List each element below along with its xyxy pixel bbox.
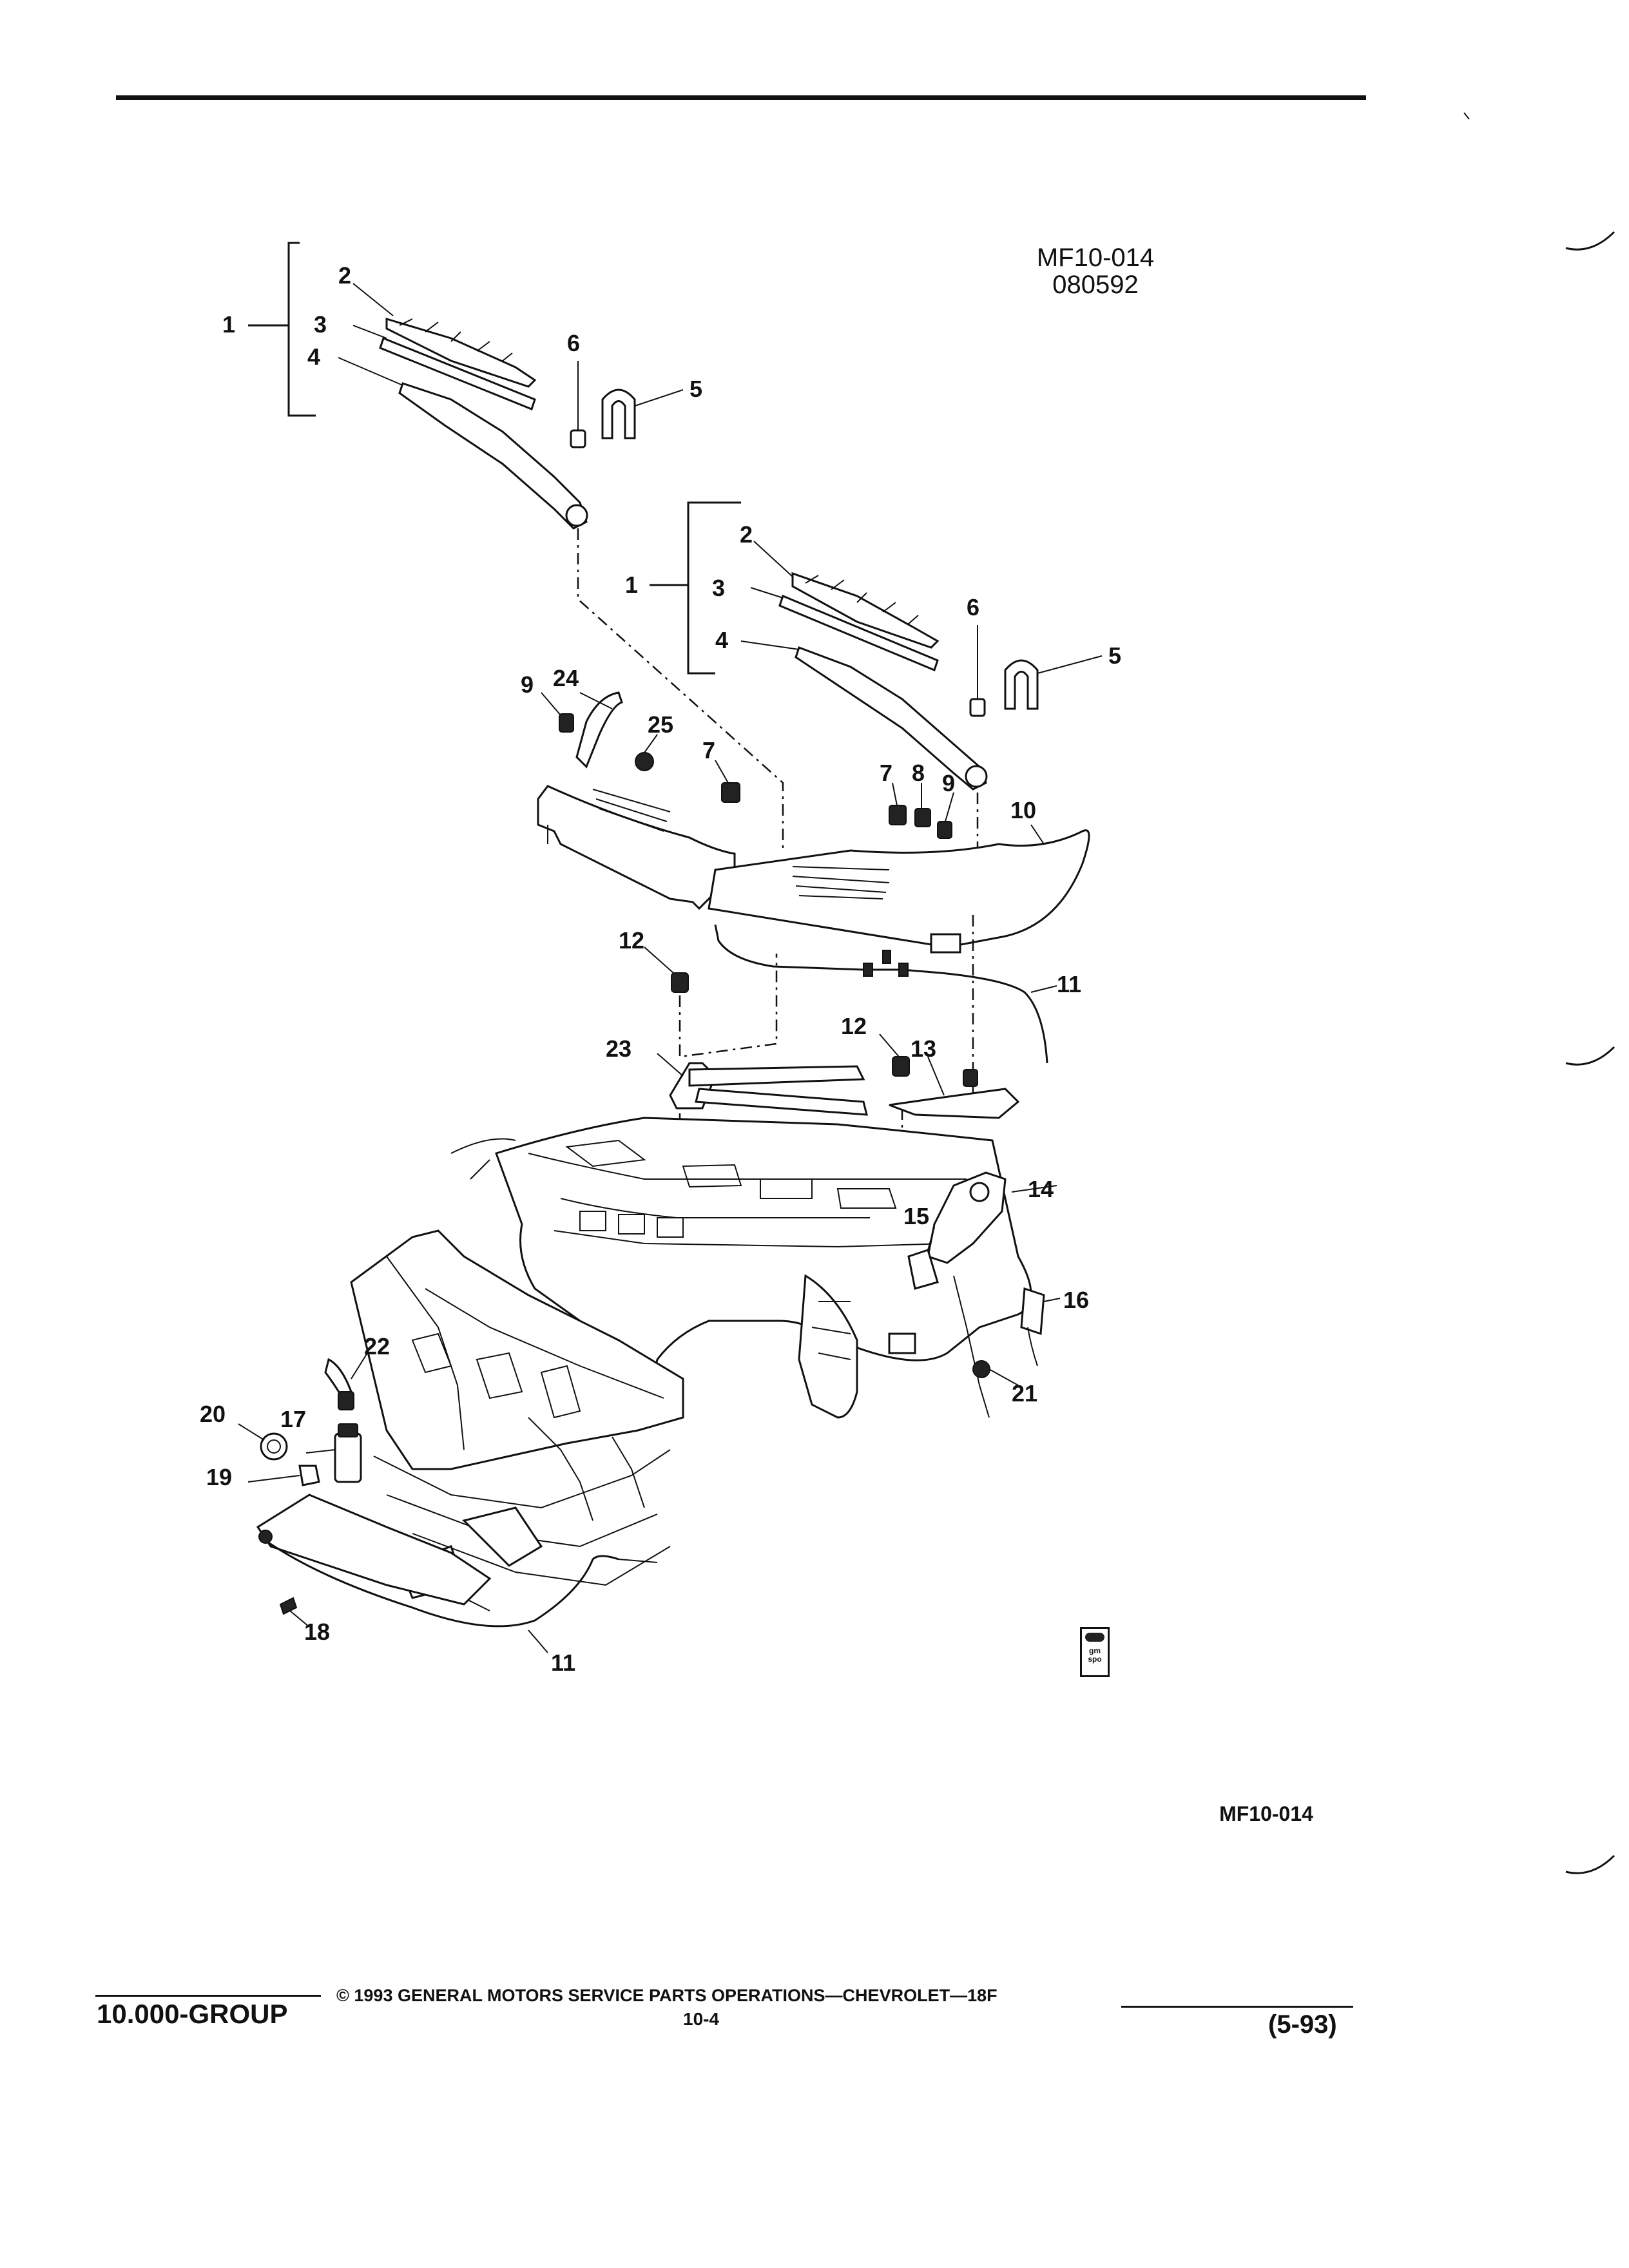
callout-23: 23	[606, 1035, 631, 1062]
washer-reservoir: 22 20 17 19 18	[200, 1333, 492, 1645]
callout-16: 16	[1063, 1287, 1089, 1313]
callout-3: 3	[314, 311, 327, 338]
alignment-line	[577, 528, 784, 850]
callout-6b: 6	[967, 594, 979, 620]
callout-17: 21	[1012, 1380, 1037, 1407]
callout-15: 15	[903, 1203, 929, 1229]
callout-7b: 7	[880, 760, 892, 786]
callout-5b: 5	[1108, 642, 1121, 669]
figure-date: 080592	[1052, 271, 1139, 299]
callout-3b: 3	[712, 575, 725, 601]
washer-hose-upper: 11 12	[619, 924, 1081, 1064]
bottom-figure-code: MF10-014	[1219, 1802, 1313, 1825]
alignment-line	[679, 954, 778, 1058]
callout-9: 9	[521, 671, 534, 698]
callout-12b: 12	[841, 1013, 867, 1039]
wiper-linkage: 23 12 13	[606, 1013, 1020, 1119]
callout-5: 5	[689, 376, 702, 402]
top-rule	[116, 95, 1366, 100]
page-mark	[1565, 231, 1615, 251]
callout-9b: 9	[942, 770, 955, 796]
callout-12: 12	[619, 927, 644, 954]
callout-22: 22	[364, 1333, 390, 1360]
cowl-body	[450, 1117, 1032, 1419]
callout-4b: 4	[715, 627, 728, 653]
callout-1b: 1	[625, 572, 638, 598]
footer-copyright: © 1993 GENERAL MOTORS SERVICE PARTS OPER…	[336, 1986, 998, 2005]
callout-7: 7	[702, 737, 715, 764]
callout-13: 13	[911, 1035, 936, 1062]
callout-18: 18	[304, 1619, 330, 1645]
callout-24: 24	[553, 665, 579, 691]
page-mark	[1565, 1046, 1615, 1066]
callout-11b: 11	[551, 1649, 575, 1676]
callout-19: 19	[206, 1464, 232, 1490]
callout-6: 6	[567, 330, 580, 356]
callout-25: 25	[648, 711, 673, 738]
footer-revision: (5-93)	[1268, 2010, 1337, 2039]
cowl-vent-panel: 9 24 25 7 7 8 9 10	[521, 665, 1090, 954]
wiper-assembly-right: 1 2 3 4 5 6	[625, 501, 1121, 791]
wiper-motor: 14 15 16 21	[903, 1171, 1089, 1407]
footer-rule-left	[95, 1995, 321, 1997]
callout-4: 4	[307, 343, 320, 370]
callout-2: 2	[338, 262, 351, 289]
wiper-assembly-left: 1 2 3 4 5 6	[222, 242, 702, 530]
callout-21: 17	[280, 1406, 306, 1432]
footer-rule-right	[1121, 2006, 1353, 2008]
callout-10: 10	[1010, 797, 1036, 823]
callout-8: 8	[912, 760, 925, 786]
washer-hose-lower: 11	[269, 1542, 658, 1676]
gm-spo-logo: gm spo	[1080, 1627, 1110, 1677]
callout-11: 11	[1057, 971, 1081, 997]
callout-2b: 2	[740, 521, 753, 548]
page-mark	[1565, 1854, 1615, 1874]
callout-14: 14	[1028, 1176, 1054, 1202]
page-mark	[1463, 112, 1470, 120]
figure-code: MF10-014	[1036, 244, 1155, 272]
callout-1: 1	[222, 311, 235, 338]
footer-page-number: 10-4	[683, 2009, 720, 2029]
callout-20: 20	[200, 1401, 226, 1427]
footer-group: 10.000-GROUP	[97, 1999, 288, 2029]
